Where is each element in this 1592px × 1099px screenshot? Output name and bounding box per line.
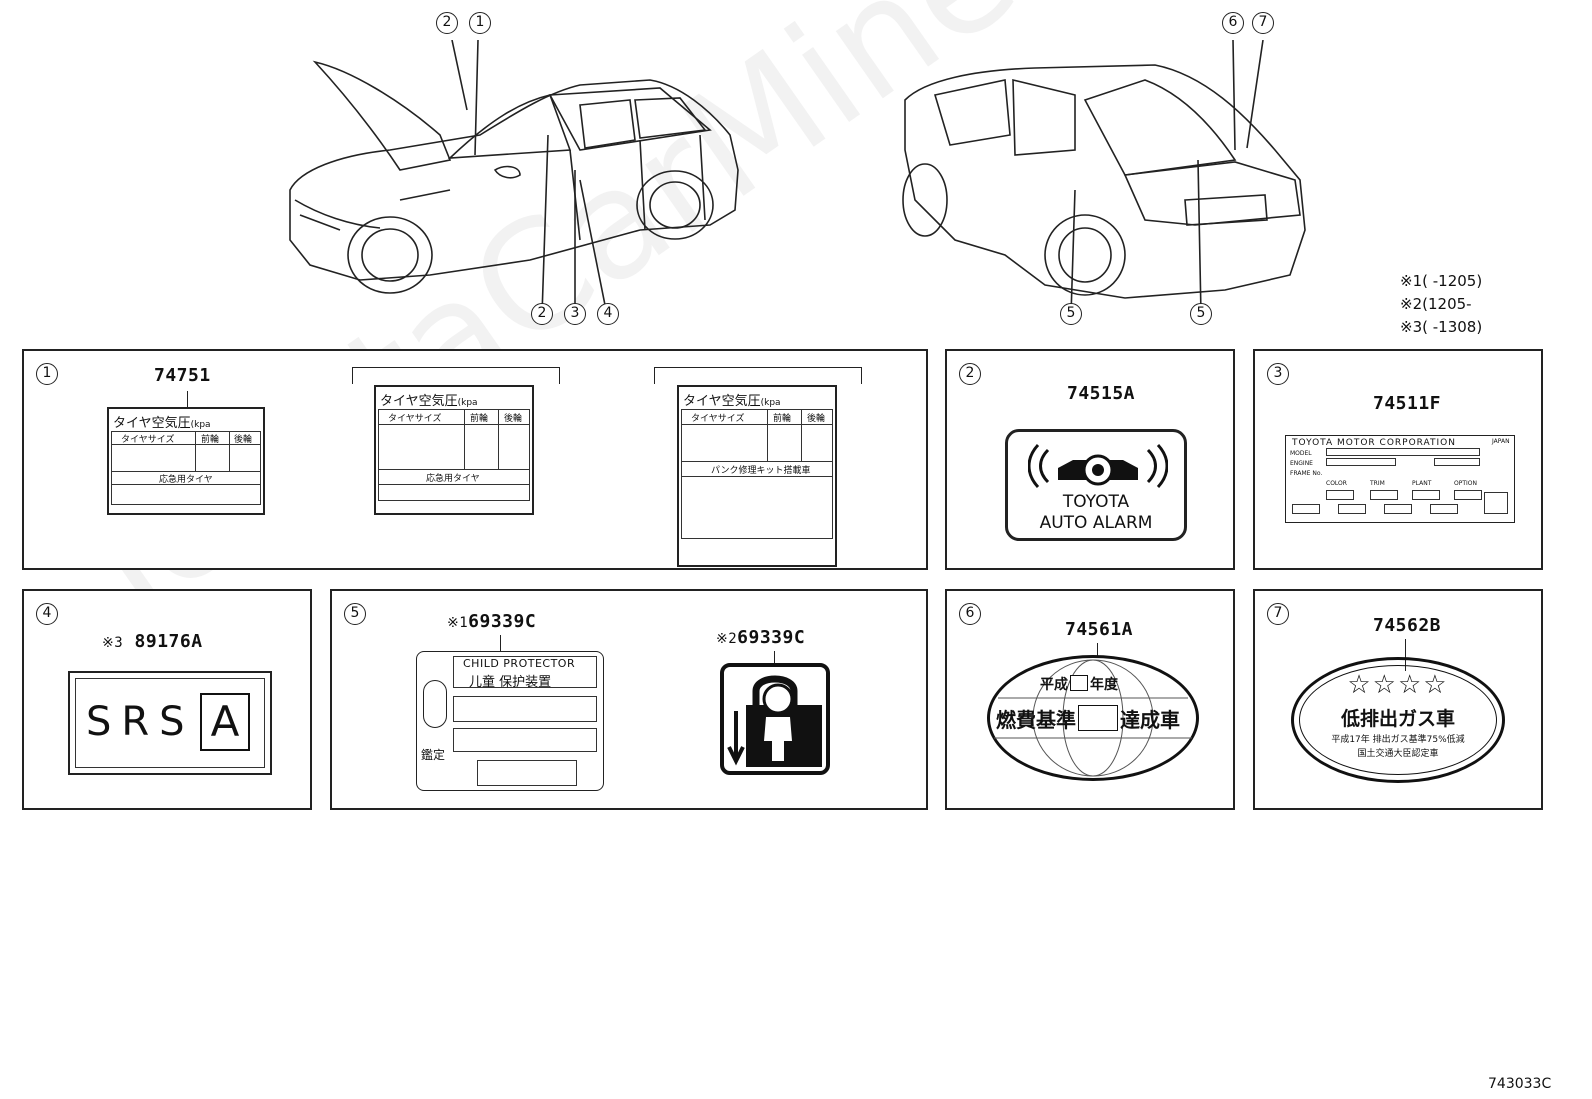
fuel-line1b: 年度 bbox=[1090, 677, 1118, 693]
bracket-c bbox=[654, 367, 862, 384]
part-mark: ※3 bbox=[102, 635, 124, 651]
callout-5-rear-bottom-left: 5 bbox=[1060, 303, 1082, 325]
callout-4-front-bottom: 4 bbox=[597, 303, 619, 325]
callout-7-rear-top: 7 bbox=[1252, 12, 1274, 34]
child-lock-icon bbox=[727, 675, 822, 767]
cp-side: 鑑定 bbox=[421, 748, 446, 762]
panel-1-tire-pressure: 1 74751 タイヤ空気圧(kpa タイヤサイズ 前輪 後輪 応急用タイヤ タ… bbox=[22, 349, 928, 570]
vin-japan: JAPAN bbox=[1492, 438, 1510, 445]
panel-2-auto-alarm: 2 74515A TOYOTA AUTO ALARM bbox=[945, 349, 1235, 570]
emission-line2: 平成17年 排出ガス基準75%低減 bbox=[1331, 735, 1465, 745]
alarm-line2: AUTO ALARM bbox=[1039, 513, 1153, 533]
vin-color: COLOR bbox=[1326, 480, 1347, 487]
emission-line3: 国土交通大臣認定車 bbox=[1357, 749, 1439, 759]
part-number-1: 69339C bbox=[468, 611, 537, 632]
tire-unit: (kpa bbox=[190, 420, 211, 430]
panel-index: 1 bbox=[36, 363, 58, 385]
front-car-illustration bbox=[289, 40, 739, 310]
vin-plant: PLANT bbox=[1412, 480, 1432, 487]
vin-frame: FRAME No. bbox=[1290, 470, 1323, 477]
part-number-line: ※3 89176A bbox=[102, 631, 203, 652]
vin-plate-label: TOYOTA MOTOR CORPORATION JAPAN MODEL ENG… bbox=[1285, 435, 1515, 523]
part-number: 74751 bbox=[154, 365, 211, 386]
cp-capsule bbox=[423, 680, 447, 728]
vin-header: TOYOTA MOTOR CORPORATION bbox=[1292, 438, 1456, 448]
callout-5-rear-bottom-right: 5 bbox=[1190, 303, 1212, 325]
vin-model: MODEL bbox=[1290, 450, 1312, 457]
tire-label-b: タイヤ空気圧(kpa タイヤサイズ 前輪 後輪 応急用タイヤ bbox=[374, 385, 534, 515]
vin-option: OPTION bbox=[1454, 480, 1477, 487]
srs-text: SRS bbox=[86, 699, 195, 745]
emission-label: ☆☆☆☆ 低排出ガス車 平成17年 排出ガス基準75%低減 国土交通大臣認定車 bbox=[1291, 657, 1505, 783]
note-1: ※1( -1205) bbox=[1400, 272, 1483, 290]
srs-label: SRS A bbox=[68, 671, 272, 775]
note-3: ※3( -1308) bbox=[1400, 318, 1483, 336]
vin-trim: TRIM bbox=[1370, 480, 1385, 487]
figure-id: 743033C bbox=[1488, 1076, 1552, 1092]
part-number-line-1: ※169339C bbox=[447, 611, 536, 632]
panel-index: 3 bbox=[1267, 363, 1289, 385]
alarm-line1: TOYOTA bbox=[1062, 492, 1130, 512]
panel-3-vin-plate: 3 74511F TOYOTA MOTOR CORPORATION JAPAN … bbox=[1253, 349, 1543, 570]
panel-7-low-emission: 7 74562B ☆☆☆☆ 低排出ガス車 平成17年 排出ガス基準75%低減 国… bbox=[1253, 589, 1543, 810]
tire-title: タイヤ空気圧 bbox=[113, 416, 191, 431]
part-number-2: 69339C bbox=[737, 627, 806, 648]
callout-2-front-bottom: 2 bbox=[531, 303, 553, 325]
part-mark-2: ※2 bbox=[716, 631, 738, 647]
callout-6-rear-top: 6 bbox=[1222, 12, 1244, 34]
part-mark-1: ※1 bbox=[447, 615, 469, 631]
fuel-line2a: 燃費基準 bbox=[996, 708, 1076, 732]
emission-title: 低排出ガス車 bbox=[1340, 708, 1455, 730]
fuel-line1a: 平成 bbox=[1040, 677, 1068, 693]
tire-label-c: タイヤ空気圧(kpa タイヤサイズ 前輪 後輪 パンク修理キット搭載車 bbox=[677, 385, 837, 567]
col-size: タイヤサイズ bbox=[121, 435, 175, 445]
part-number-line-2: ※269339C bbox=[716, 627, 805, 648]
callout-3-front-bottom: 3 bbox=[564, 303, 586, 325]
panel-index: 2 bbox=[959, 363, 981, 385]
note-2: ※2(1205- bbox=[1400, 295, 1472, 313]
callout-1-front-top: 1 bbox=[469, 12, 491, 34]
part-number: 74511F bbox=[1373, 393, 1442, 414]
fuel-label: 平成 年度 燃費基準 達成車 bbox=[987, 655, 1199, 781]
panel-index: 6 bbox=[959, 603, 981, 625]
panel-6-fuel-economy: 6 74561A 平成 年度 燃費基準 達成車 bbox=[945, 589, 1235, 810]
alarm-car-icon bbox=[1028, 443, 1168, 488]
col-rear: 後輪 bbox=[234, 435, 253, 445]
cp-title: CHILD PROTECTOR bbox=[463, 657, 576, 670]
part-number: 74515A bbox=[1067, 383, 1136, 404]
child-protector-label: CHILD PROTECTOR 儿童 保护装置 鑑定 bbox=[416, 651, 604, 791]
alarm-label: TOYOTA AUTO ALARM bbox=[1005, 429, 1187, 541]
child-lock-label bbox=[720, 663, 830, 775]
part-number: 74561A bbox=[1065, 619, 1134, 640]
vin-engine: ENGINE bbox=[1290, 460, 1313, 467]
panel-index: 7 bbox=[1267, 603, 1289, 625]
emission-stars: ☆☆☆☆ bbox=[1347, 670, 1449, 700]
panel-index: 5 bbox=[344, 603, 366, 625]
leader-line bbox=[187, 391, 188, 407]
fuel-line2b: 達成車 bbox=[1120, 708, 1180, 732]
spare-row: 応急用タイヤ bbox=[159, 475, 213, 485]
tire-label-a: タイヤ空気圧(kpa タイヤサイズ 前輪 後輪 応急用タイヤ bbox=[107, 407, 265, 515]
cp-sub: 儿童 保护装置 bbox=[469, 675, 552, 690]
repair-kit-row: パンク修理キット搭載車 bbox=[711, 466, 811, 476]
srs-box: A bbox=[200, 693, 250, 751]
part-number: 74562B bbox=[1373, 615, 1442, 636]
panel-5-child-protector: 5 ※169339C ※269339C CHILD PROTECTOR 儿童 保… bbox=[330, 589, 928, 810]
panel-4-srs: 4 ※3 89176A SRS A bbox=[22, 589, 312, 810]
globe-lines bbox=[994, 659, 1192, 777]
callout-2-front-top: 2 bbox=[436, 12, 458, 34]
part-number: 89176A bbox=[134, 631, 203, 652]
panel-index: 4 bbox=[36, 603, 58, 625]
rear-car-illustration bbox=[902, 40, 1306, 305]
col-front: 前輪 bbox=[201, 435, 220, 445]
bracket-b bbox=[352, 367, 560, 384]
